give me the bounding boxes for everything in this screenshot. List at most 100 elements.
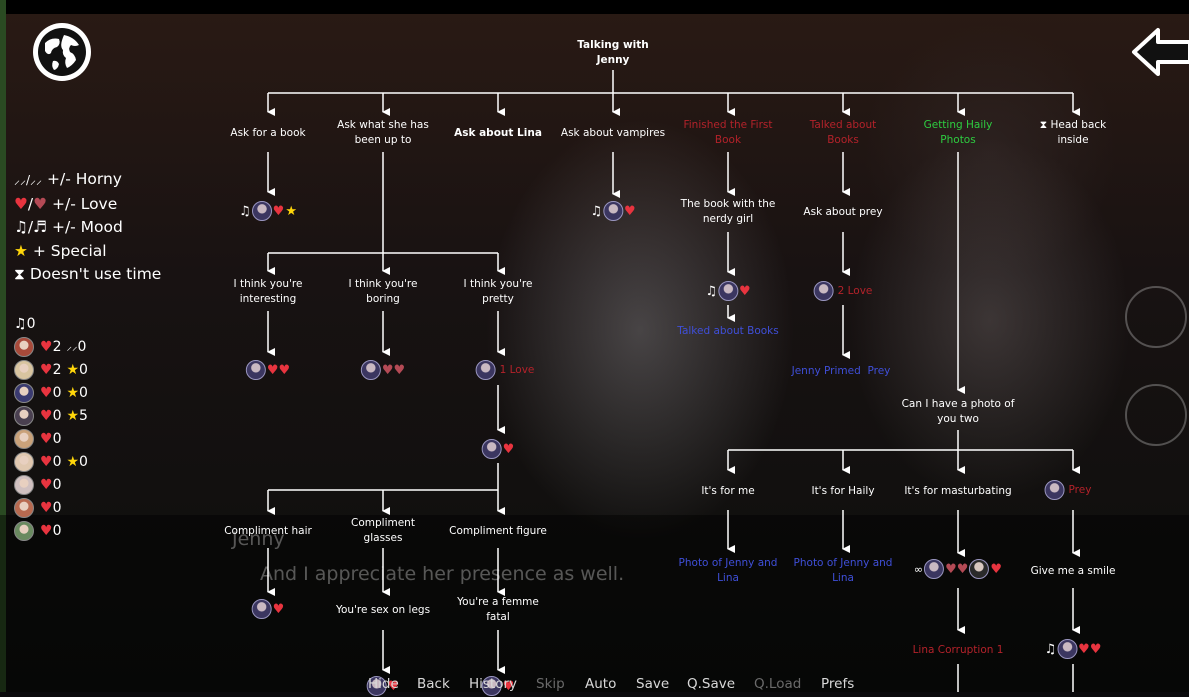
- req-getting-haily: Getting Haily Photos: [923, 119, 993, 146]
- character-counter-row: ♥0: [14, 496, 88, 519]
- extra-count: 0: [77, 338, 87, 355]
- effect-book-nerdy: ♫♥: [705, 280, 751, 302]
- star-icon: ★: [66, 361, 80, 378]
- req-love-2: 2 Love: [813, 280, 872, 302]
- history-button[interactable]: History: [469, 676, 518, 692]
- horny-icon: ⸝⸝: [66, 340, 78, 353]
- heart-icon: ♥: [40, 430, 53, 447]
- effect-boring: ♥♥: [360, 359, 406, 381]
- req-talked-books: Talked about Books: [809, 119, 877, 146]
- heart-icon: ♥: [624, 203, 636, 219]
- back-button[interactable]: Back: [417, 676, 450, 692]
- effect-ask-book: ♫♥★: [239, 200, 297, 222]
- star-icon: ★: [285, 203, 297, 219]
- prefs-button[interactable]: Prefs: [821, 676, 855, 692]
- extra-count: 5: [79, 407, 88, 424]
- heart-icon: ♥: [40, 384, 53, 401]
- love-count: 0: [52, 499, 62, 516]
- star-icon: ★: [14, 241, 28, 260]
- req-finished-book: Finished the First Book: [683, 119, 773, 146]
- back-arrow-icon[interactable]: [1130, 22, 1189, 82]
- circle-button-upper[interactable]: [1125, 286, 1187, 348]
- circle-button-lower[interactable]: [1125, 384, 1187, 446]
- save-button[interactable]: Save: [636, 676, 670, 692]
- heart-icon: ♥♥: [1078, 641, 1102, 657]
- choice-head-back: ⧗ Head back inside: [1039, 119, 1107, 146]
- lina-avatar: [969, 559, 990, 579]
- jenny-avatar: [1044, 480, 1065, 500]
- character-counter-row: ♥0: [14, 519, 88, 542]
- hourglass-icon: ⧗: [14, 265, 25, 283]
- character-avatar: [14, 336, 34, 357]
- heart-icon: ♥: [40, 453, 53, 470]
- skip-button[interactable]: Skip: [536, 676, 565, 692]
- choice-book-nerdy: The book with the nerdy girl: [680, 198, 776, 225]
- effect-interesting: ♥♥: [245, 359, 291, 381]
- auto-button[interactable]: Auto: [585, 676, 617, 692]
- heart-icon: ♥: [40, 361, 53, 378]
- quick-save-button[interactable]: Q.Save: [687, 676, 736, 692]
- result-talked-books: Talked about Books: [677, 325, 779, 337]
- choice-compliment-figure: Compliment figure: [449, 525, 547, 537]
- choice-femme-fatal: You're a femme fatal: [457, 596, 539, 623]
- hide-button[interactable]: Hide: [368, 676, 399, 692]
- extra-count: 0: [79, 453, 88, 470]
- legend-panel: ⸝⸝/⸝⸝ +/- Horny ♥/♥ +/- Love ♫/♬ +/- Moo…: [14, 168, 161, 287]
- music-note-icon: ♫: [1044, 641, 1057, 657]
- heart-icon: ♥: [387, 678, 400, 694]
- quick-load-button[interactable]: Q.Load: [754, 676, 802, 692]
- choice-ask-book: Ask for a book: [230, 127, 306, 139]
- jenny-avatar: [813, 281, 834, 301]
- choice-for-masturbating: It's for masturbating: [904, 485, 1012, 497]
- dialogue-text: And I appreciate her presence as well.: [260, 563, 625, 585]
- heart-icon: ♥♥: [266, 362, 291, 378]
- choice-for-haily: It's for Haily: [811, 485, 875, 497]
- heart-icon: ♥: [40, 499, 53, 516]
- character-avatar: [14, 359, 34, 380]
- music-note-icon: ♫: [705, 283, 717, 299]
- jenny-avatar: [481, 439, 502, 459]
- music-note-icon: ♫: [14, 315, 27, 332]
- character-counter-row: ♥2⸝⸝0: [14, 335, 88, 358]
- choice-give-smile: Give me a smile: [1030, 565, 1116, 577]
- heart-icon: ♥: [272, 601, 285, 617]
- left-edge-strip: [0, 0, 6, 692]
- love-count: 2: [52, 338, 62, 355]
- choice-for-me: It's for me: [701, 485, 755, 497]
- req-prey: Prey: [1044, 479, 1091, 501]
- jenny-avatar: [360, 360, 381, 380]
- globe-icon[interactable]: [31, 21, 93, 83]
- result-photo-jenny-lina-2: Photo of Jenny and Lina: [793, 557, 893, 584]
- character-counter-row: ♥0: [14, 473, 88, 496]
- character-avatar: [14, 497, 34, 518]
- choice-sex-on-legs: You're sex on legs: [335, 604, 431, 616]
- heart-icon: ♥: [40, 476, 53, 493]
- hourglass-icon: ⧗: [1039, 119, 1048, 131]
- quick-menu: Hide Back History Skip Auto Save Q.Save …: [0, 676, 1189, 692]
- broken-heart-icon: ♥♥: [381, 362, 406, 378]
- req-love-1: 1 Love: [475, 359, 534, 381]
- jenny-avatar: [245, 360, 266, 380]
- character-counter-row: ♥0★5: [14, 404, 88, 427]
- love-count: 0: [52, 407, 62, 424]
- mood-icons: ♫/♬: [14, 218, 48, 236]
- heart-icon: ♥: [40, 522, 53, 539]
- character-avatar: [14, 405, 34, 426]
- choice-boring: I think you're boring: [348, 278, 418, 305]
- effect-for-masturbating: ∞♥♥♥: [914, 558, 1002, 580]
- effect-compliment-hair: ♥: [251, 598, 285, 620]
- heart-icon: ♥: [502, 441, 515, 457]
- star-icon: ★: [66, 384, 80, 401]
- result-photo-jenny-lina-1: Photo of Jenny and Lina: [678, 557, 778, 584]
- star-icon: ★: [66, 453, 80, 470]
- jenny-avatar: [251, 201, 272, 221]
- music-note-icon: ♫: [590, 203, 602, 219]
- character-avatar: [14, 451, 34, 472]
- choice-ask-lina: Ask about Lina: [454, 127, 542, 139]
- jenny-avatar: [924, 559, 945, 579]
- mood-total: ♫0: [14, 315, 36, 332]
- extra-count: 0: [79, 361, 88, 378]
- character-avatar: [14, 474, 34, 495]
- character-counter-row: ♥2★0: [14, 358, 88, 381]
